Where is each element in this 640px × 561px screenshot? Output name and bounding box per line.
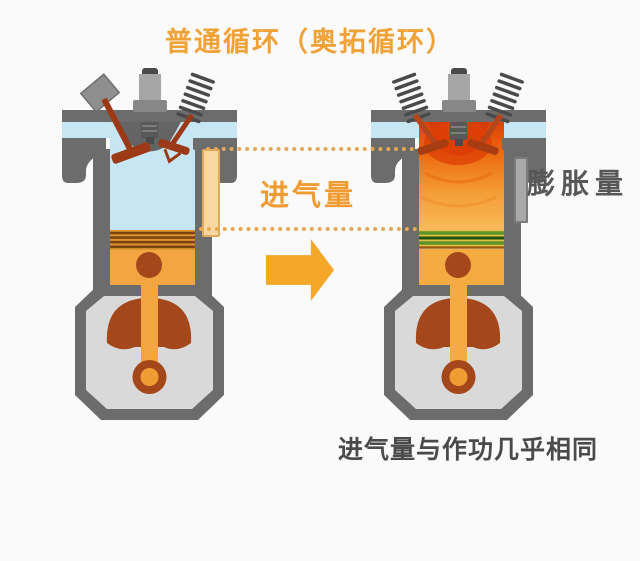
arrow-right-icon bbox=[266, 239, 334, 301]
expansion-volume-bar bbox=[514, 157, 528, 223]
connecting-rod bbox=[441, 252, 476, 394]
spark-plug bbox=[133, 68, 167, 144]
engine-right-power-stroke bbox=[371, 68, 546, 420]
exhaust-valve-closed bbox=[158, 72, 215, 164]
diagram-title: 普通循环（奥拓循环） bbox=[165, 27, 455, 57]
intake-volume-bar bbox=[202, 149, 220, 237]
intake-volume-bottom-dotted-line bbox=[199, 227, 417, 231]
expansion-volume-label: 膨胀量 bbox=[527, 168, 630, 199]
valve-spring bbox=[485, 72, 524, 124]
bottom-caption: 进气量与作功几乎相同 bbox=[338, 436, 599, 464]
intake-valve-open bbox=[79, 73, 151, 164]
valve-spring bbox=[392, 72, 431, 124]
intake-valve-closed bbox=[392, 72, 449, 155]
exhaust-valve-closed bbox=[467, 72, 524, 155]
connecting-rod bbox=[132, 252, 167, 394]
intake-volume-top-dotted-line bbox=[206, 147, 414, 151]
engine-left-intake-stroke bbox=[62, 68, 237, 420]
spark-plug bbox=[442, 68, 476, 146]
intake-volume-label: 进气量 bbox=[260, 180, 357, 212]
